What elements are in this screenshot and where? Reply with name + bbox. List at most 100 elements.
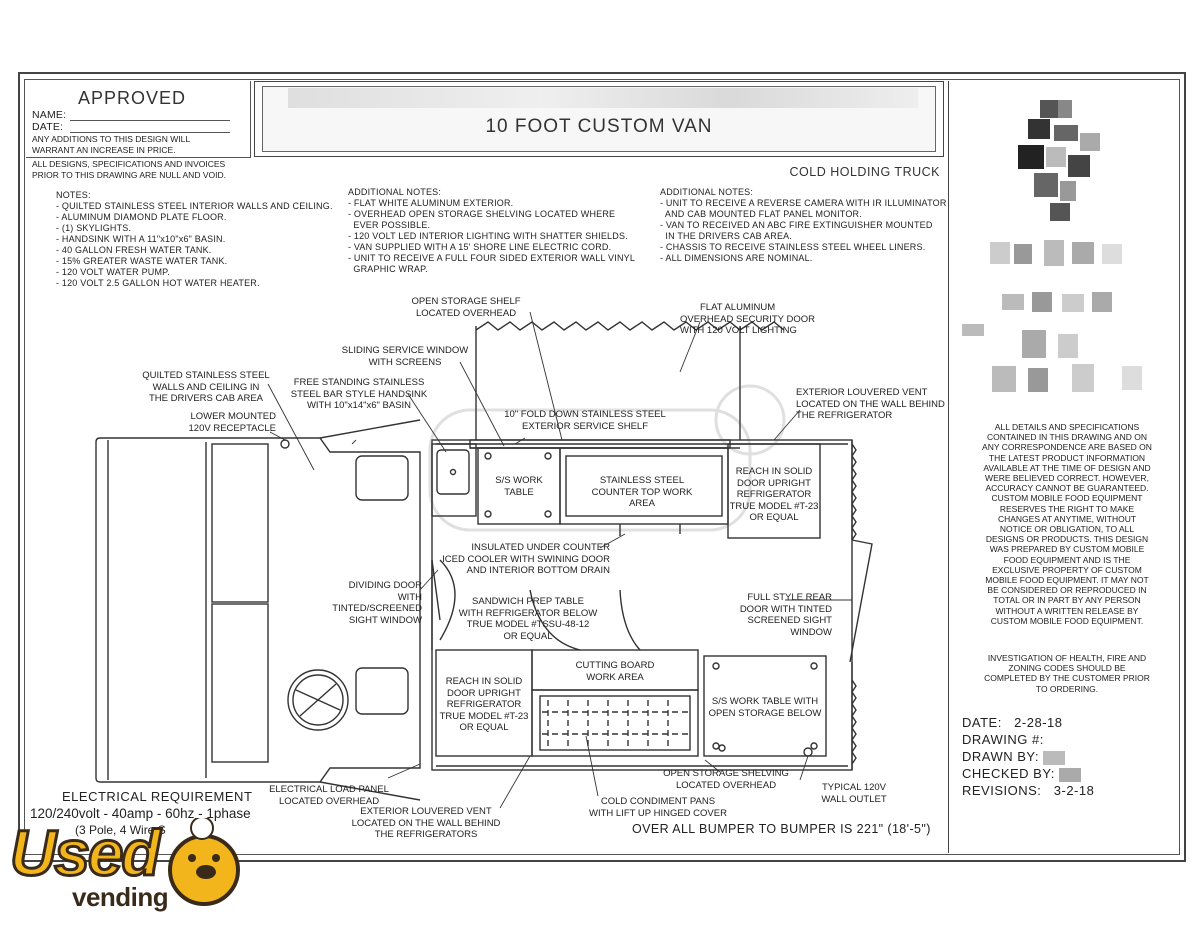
meta-drawn-label: DRAWN BY: (962, 749, 1039, 764)
notes-item: - QUILTED STAINLESS STEEL INTERIOR WALLS… (56, 201, 333, 211)
security-door-break (475, 321, 785, 331)
additional-notes-1-item: EVER POSSIBLE. (348, 220, 431, 230)
meta-checked-label: CHECKED BY: (962, 766, 1055, 781)
additional-notes-1-list: - FLAT WHITE ALUMINUM EXTERIOR.- OVERHEA… (348, 198, 648, 275)
company-name-mosaic-icon (962, 240, 1142, 392)
additional-notes-2-list: - UNIT TO RECEIVE A REVERSE CAMERA WITH … (660, 198, 950, 264)
drawing-inner-frame (24, 79, 1180, 855)
electrical-spec: 120/240volt - 40amp - 60hz - 1phase (30, 806, 251, 821)
additional-notes-2-item: - CHASSIS TO RECEIVE STAINLESS STEEL WHE… (660, 242, 926, 252)
additional-notes-1-item: GRAPHIC WRAP. (348, 264, 428, 274)
notes-item: - (1) SKYLIGHTS. (56, 223, 132, 233)
additional-notes-1: ADDITIONAL NOTES: - FLAT WHITE ALUMINUM … (348, 187, 648, 275)
meta-revisions-label: REVISIONS: (962, 783, 1042, 798)
disclaimer-text: ALL DETAILS AND SPECIFICATIONS CONTAINED… (982, 422, 1152, 626)
approval-name-label: NAME: (32, 109, 67, 121)
notes-item: - 15% GREATER WASTE WATER TANK. (56, 256, 228, 266)
meta-date-value: 2-28-18 (1014, 715, 1063, 730)
info-panel-divider (948, 81, 949, 853)
sandwich-prep-swing (529, 589, 641, 651)
notes-item: - 120 VOLT 2.5 GALLON HOT WATER HEATER. (56, 278, 260, 288)
used-vending-logo: Used vending (6, 816, 246, 924)
additional-notes-2-item: - ALL DIMENSIONS ARE NOMINAL. (660, 253, 813, 263)
additional-notes-1-item: - FLAT WHITE ALUMINUM EXTERIOR. (348, 198, 514, 208)
approval-date-line (70, 132, 230, 133)
ss-work-table-storage (703, 655, 827, 757)
driver-seat (355, 667, 409, 715)
logo-mosaic-icon (1018, 100, 1100, 221)
logo-used-text: Used (9, 817, 162, 890)
condiment-pans (531, 689, 699, 757)
dash-panel-top (211, 443, 269, 603)
approval-date-label: DATE: (32, 121, 64, 133)
title-heading: 10 FOOT CUSTOM VAN (485, 116, 713, 137)
title-subtitle: COLD HOLDING TRUCK (789, 165, 940, 179)
watermark (428, 384, 786, 532)
cab-door-top (319, 419, 421, 439)
investigation-text: INVESTIGATION OF HEALTH, FIRE AND ZONING… (984, 653, 1150, 694)
title-block (254, 81, 944, 157)
additional-notes-2-heading: ADDITIONAL NOTES: (660, 187, 754, 197)
approval-price-warning: ANY ADDITIONS TO THIS DESIGN WILL WARRAN… (32, 134, 190, 155)
electrical-wiring: (3 Pole, 4 Wire S (75, 823, 166, 837)
company-logo (1010, 95, 1110, 225)
additional-notes-1-heading: ADDITIONAL NOTES: (348, 187, 442, 197)
meta-drawn-row: DRAWN BY: (962, 748, 1162, 765)
additional-notes-2-item: AND CAB MOUNTED FLAT PANEL MONITOR. (660, 209, 862, 219)
outlet-icon (803, 747, 813, 757)
receptacle-icon (280, 439, 290, 449)
approval-title: APPROVED (78, 88, 187, 108)
notes-item: - 120 VOLT WATER PUMP. (56, 267, 170, 277)
notes-section: NOTES: - QUILTED STAINLESS STEEL INTERIO… (56, 190, 346, 289)
meta-drawing-label: DRAWING #: (962, 732, 1044, 747)
used-vending-logo-icon (168, 816, 240, 906)
additional-notes-1-item: - 120 VOLT LED INTERIOR LIGHTING WITH SH… (348, 231, 628, 241)
additional-notes-1-item: - OVERHEAD OPEN STORAGE SHELVING LOCATED… (348, 209, 616, 219)
redacted-line (288, 88, 918, 108)
additional-notes-1-item: - VAN SUPPLIED WITH A 15' SHORE LINE ELE… (348, 242, 612, 252)
meta-revisions-value: 3-2-18 (1053, 783, 1095, 798)
notes-item: - 40 GALLON FRESH WATER TANK. (56, 245, 212, 255)
rear-door-swing (849, 539, 873, 663)
steering-wheel (287, 669, 349, 731)
logo-vending-text: vending (72, 882, 169, 912)
electrical-heading: ELECTRICAL REQUIREMENT (62, 789, 253, 804)
notes-item: - HANDSINK WITH A 11"x10"x6" BASIN. (56, 234, 226, 244)
dash-panel-bottom (211, 603, 269, 763)
additional-notes-1-item: - UNIT TO RECEIVE A FULL FOUR SIDED EXTE… (348, 253, 636, 263)
notes-list: - QUILTED STAINLESS STEEL INTERIOR WALLS… (56, 201, 346, 289)
cab-outline (95, 437, 421, 783)
additional-notes-2-item: - VAN TO RECEIVED AN ABC FIRE EXTINGUISH… (660, 220, 933, 230)
additional-notes-2-item: - UNIT TO RECEIVE A REVERSE CAMERA WITH … (660, 198, 947, 208)
additional-notes-2: ADDITIONAL NOTES: - UNIT TO RECEIVE A RE… (660, 187, 950, 264)
company-name-blur (962, 238, 1152, 398)
iced-cooler-door (619, 524, 681, 536)
meta-checked-row: CHECKED BY: (962, 765, 1162, 782)
approval-void-notice: ALL DESIGNS, SPECIFICATIONS AND INVOICES… (32, 159, 226, 180)
notes-item: - ALUMINUM DIAMOND PLATE FLOOR. (56, 212, 227, 222)
passenger-seat (355, 455, 409, 501)
meta-date-label: DATE: (962, 715, 1002, 730)
meta-checked-redacted (1059, 767, 1082, 782)
drawing-frame (18, 72, 1186, 862)
meta-drawn-redacted (1043, 750, 1066, 765)
